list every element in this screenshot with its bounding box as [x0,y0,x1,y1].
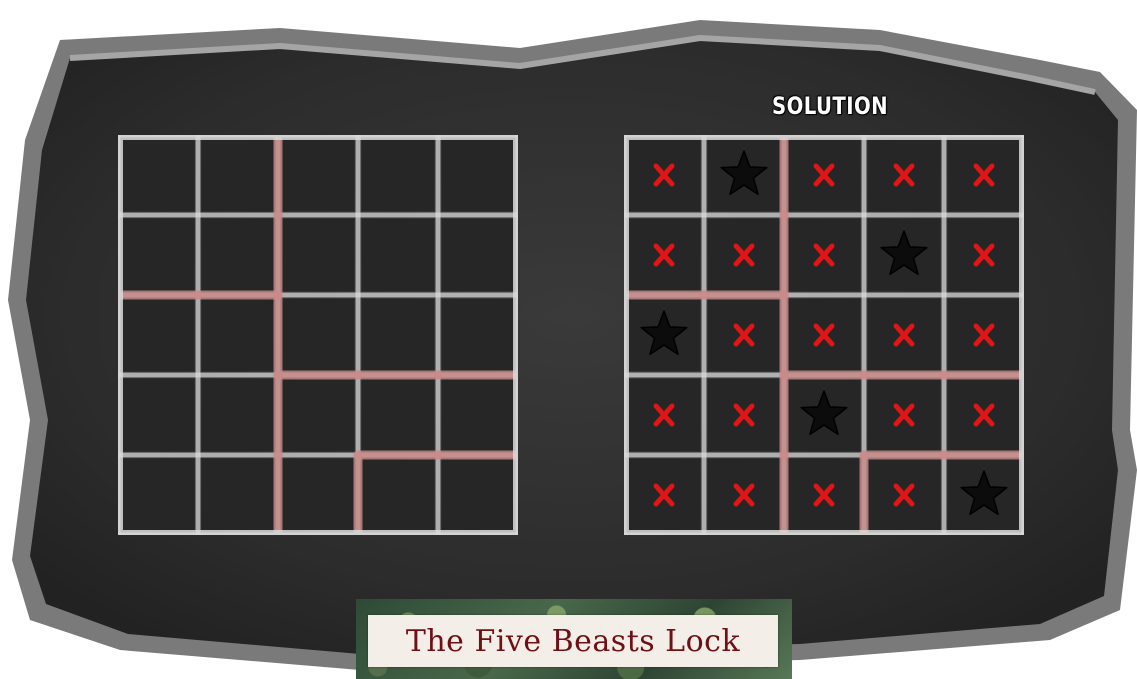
grid-cell [202,139,274,211]
grid-cell [122,139,194,211]
grid-cell [362,139,434,211]
grid-cell [442,299,514,371]
puzzle-title: The Five Beasts Lock [406,624,740,659]
grid-cell [282,139,354,211]
grid-cell [122,219,194,291]
title-plate: The Five Beasts Lock [368,615,778,667]
grid-cell [442,219,514,291]
puzzle-grid-drawing [118,135,518,535]
grid-cell [282,299,354,371]
grid-cell [202,299,274,371]
grid-cell [442,379,514,451]
grid-cell [202,459,274,531]
grid-cell [202,219,274,291]
puzzle-grid [118,135,518,535]
grid-cell [362,459,434,531]
grid-cell [362,299,434,371]
grid-cell [202,379,274,451]
grid-cell [442,139,514,211]
grid-cell [362,219,434,291]
grid-cell [282,379,354,451]
title-banner: The Five Beasts Lock [356,599,792,679]
grid-cell [122,379,194,451]
grid-cell [282,459,354,531]
solution-grid [624,135,1024,535]
grid-cell [442,459,514,531]
grid-cell [122,299,194,371]
grid-cell [362,379,434,451]
grid-cell [282,219,354,291]
grid-cell [122,459,194,531]
solution-label: SOLUTION [756,92,904,120]
solution-grid-drawing [624,135,1024,535]
